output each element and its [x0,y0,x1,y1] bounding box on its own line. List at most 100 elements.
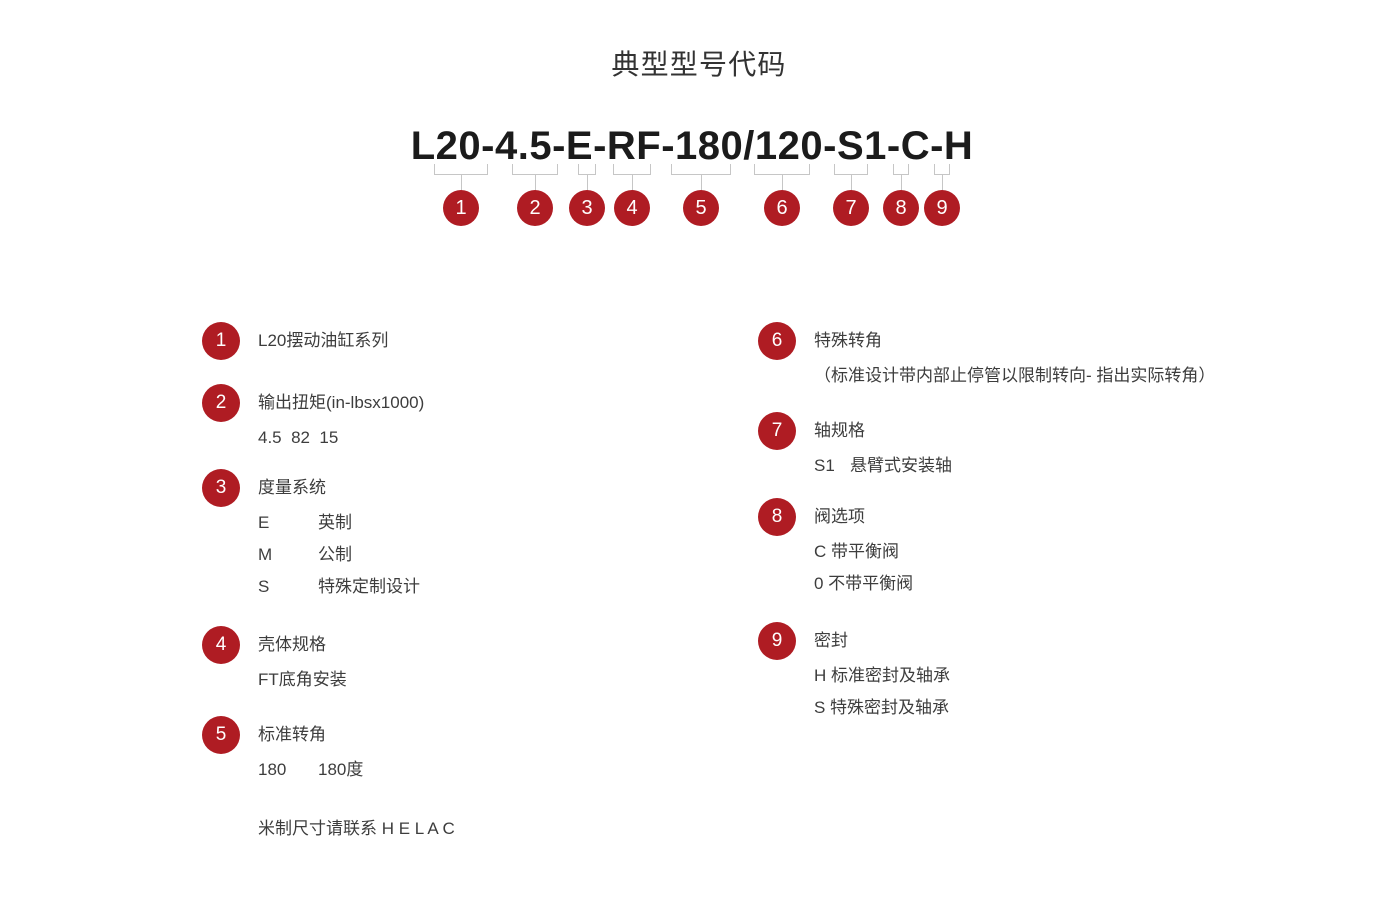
bracket-connector [754,164,810,175]
legend-item-head: 5 标准转角 [202,716,702,754]
bracket-stem [941,175,943,191]
bracket-connector [893,164,909,175]
legend-item: 3 度量系统 E 英制 M 公制 S 特殊定制设计 [202,469,702,603]
bracket-connector [434,164,488,175]
marker-badge: 4 [614,190,650,226]
legend-line: M 公制 [258,539,702,571]
line-label: 180度 [318,760,364,779]
marker-badge: 3 [569,190,605,226]
bracket-stem [900,175,902,191]
legend-line: H 标准密封及轴承 [814,660,1378,692]
legend-item-head: 1 L20摆动油缸系列 [202,322,702,360]
legend-number: 9 [771,630,783,651]
bracket-connector [671,164,731,175]
marker-badge: 5 [683,190,719,226]
legend-number-badge: 1 [202,322,240,360]
line-label: C 带平衡阀 [814,542,899,561]
legend-number-badge: 4 [202,626,240,664]
line-label: 英制 [318,513,352,532]
legend-item: 1 L20摆动油缸系列 [202,322,702,360]
bracket-stem [534,175,536,191]
marker-number: 5 [695,196,707,219]
legend-item-head: 4 壳体规格 [202,626,702,664]
marker-badge: 7 [833,190,869,226]
marker-number: 8 [895,196,907,219]
bracket-connector [934,164,950,175]
legend-number-badge: 9 [758,622,796,660]
legend-title: 壳体规格 [258,635,326,654]
legend-lines: 4.5 82 15 [258,422,702,454]
legend-item-head: 8 阀选项 [758,498,1378,536]
marker-number: 9 [936,196,948,219]
line-label: H 标准密封及轴承 [814,666,950,685]
legend-line: （标准设计带内部止停管以限制转向- 指出实际转角） [814,360,1378,392]
legend-line: S 特殊定制设计 [258,571,702,603]
legend-line: FT底角安装 [258,664,702,696]
line-label: 4.5 82 15 [258,428,339,447]
legend-number-badge: 3 [202,469,240,507]
line-label: （标准设计带内部止停管以限制转向- 指出实际转角） [814,366,1216,385]
legend-number: 2 [215,392,227,413]
legend-item-head: 9 密封 [758,622,1378,660]
legend-item-head: 7 轴规格 [758,412,1378,450]
legend-number: 7 [771,420,783,441]
legend-number: 8 [771,506,783,527]
legend-item-head: 3 度量系统 [202,469,702,507]
line-code: E [258,513,270,532]
legend-item: 9 密封 H 标准密封及轴承 S 特殊密封及轴承 [758,622,1378,724]
bracket-connector [613,164,651,175]
line-label: 悬臂式安装轴 [850,456,952,475]
bracket-stem [781,175,783,191]
marker-badge: 6 [764,190,800,226]
line-label: 特殊定制设计 [318,577,420,596]
line-label: FT底角安装 [258,670,347,689]
legend-line: 4.5 82 15 [258,422,702,454]
legend-title: 密封 [814,631,848,650]
line-label: S 特殊密封及轴承 [814,698,950,717]
legend-lines: 180 180度 [258,754,702,786]
legend-line: S 特殊密封及轴承 [814,692,1378,724]
legend-title: 输出扭矩(in-lbsx1000) [258,393,425,412]
legend-line: E 英制 [258,507,702,539]
model-code: L20-4.5-E-RF-180/120-S1-C-H [410,124,974,168]
legend-item: 6 特殊转角 （标准设计带内部止停管以限制转向- 指出实际转角） [758,322,1378,392]
legend-lines: S1 悬臂式安装轴 [814,450,1378,482]
legend-line: 180 180度 [258,754,702,786]
legend-number-badge: 5 [202,716,240,754]
marker-number: 3 [581,196,593,219]
legend-column-right: 6 特殊转角 （标准设计带内部止停管以限制转向- 指出实际转角） 7 轴规格 S… [758,322,1378,724]
legend-item: 2 输出扭矩(in-lbsx1000) 4.5 82 15 [202,384,702,454]
marker-number: 4 [626,196,638,219]
bracket-stem [850,175,852,191]
legend-number: 5 [215,724,227,745]
marker-number: 6 [776,196,788,219]
line-code: S1 [814,456,835,475]
bracket-stem [586,175,588,191]
legend-lines: H 标准密封及轴承 S 特殊密封及轴承 [814,660,1378,724]
line-label: 0 不带平衡阀 [814,574,914,593]
marker-badge: 9 [924,190,960,226]
line-label: 公制 [318,545,352,564]
bracket-stem [700,175,702,191]
legend-title: 特殊转角 [814,331,882,350]
legend-number: 1 [215,330,227,351]
line-code: 180 [258,760,287,779]
legend-number: 4 [215,634,227,655]
line-code: M [258,545,273,564]
marker-number: 2 [529,196,541,219]
legend-item: 5 标准转角 180 180度 [202,716,702,786]
line-code: S [258,577,270,596]
marker-badge: 2 [517,190,553,226]
legend-title: 度量系统 [258,478,326,497]
marker-badge: 8 [883,190,919,226]
bracket-stem [631,175,633,191]
marker-number: 1 [455,196,467,219]
legend-title: L20摆动油缸系列 [258,331,389,350]
legend-lines: E 英制 M 公制 S 特殊定制设计 [258,507,702,603]
bracket-connector [512,164,558,175]
legend-item: 4 壳体规格 FT底角安装 [202,626,702,696]
legend-number: 3 [215,477,227,498]
legend-title: 阀选项 [814,507,865,526]
legend-item: 8 阀选项 C 带平衡阀 0 不带平衡阀 [758,498,1378,600]
